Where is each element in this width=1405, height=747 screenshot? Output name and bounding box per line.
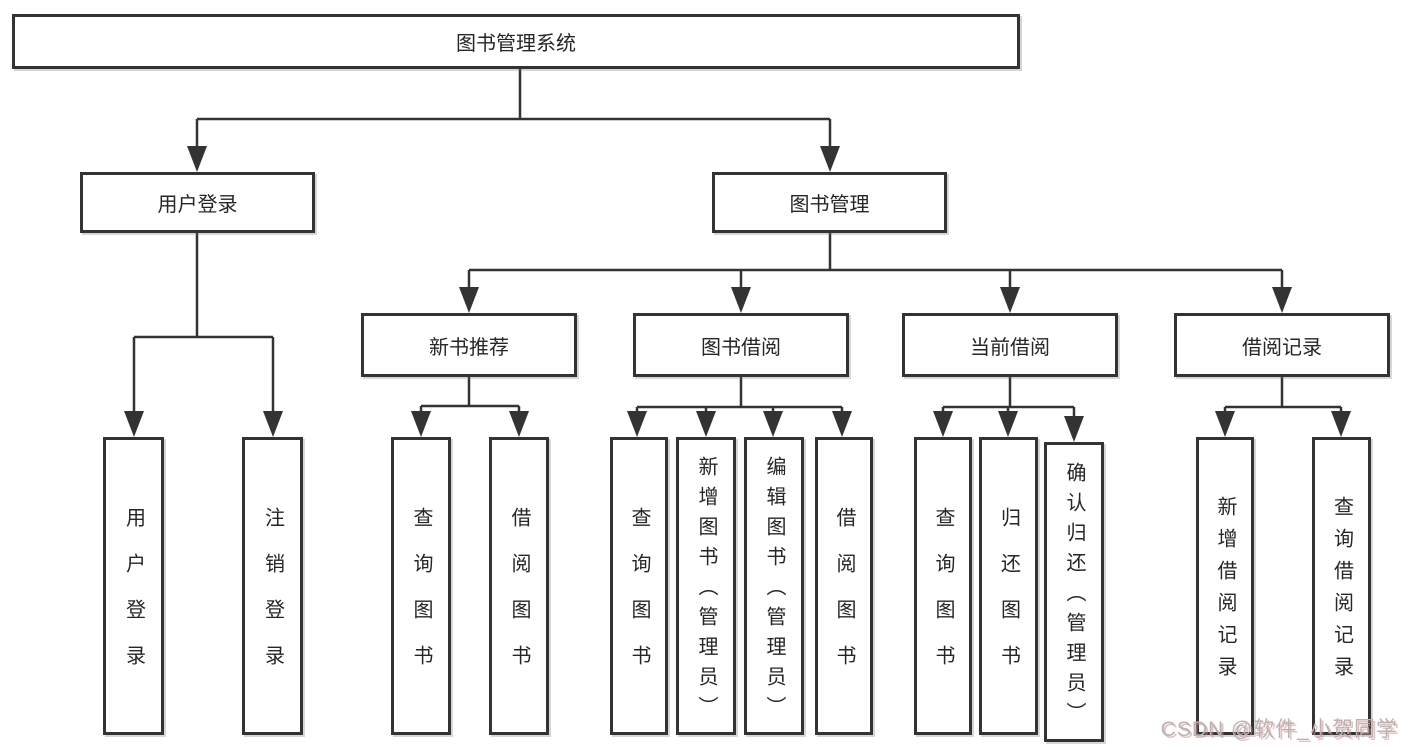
node-label: 图书管理系统 <box>456 33 576 55</box>
arrow-down-icon <box>731 287 751 313</box>
leaf-borrow-books-recommend: 借阅图书 <box>489 437 549 735</box>
leaf-label: 归还图书 <box>997 507 1020 691</box>
leaf-edit-books-admin: 编辑图书（管理员） <box>744 437 804 735</box>
arrow-down-icon <box>832 411 852 437</box>
leaf-return-books: 归还图书 <box>979 437 1038 735</box>
arrow-down-icon <box>696 411 716 437</box>
leaf-label: 注销登录 <box>261 507 284 691</box>
leaf-label: 用户登录 <box>122 507 145 691</box>
leaf-add-books-admin: 新增图书（管理员） <box>676 437 736 735</box>
leaf-label: 确认归还（管理员） <box>1063 462 1085 732</box>
arrow-down-icon <box>933 411 953 437</box>
leaf-label: 查询借阅记录 <box>1330 496 1353 688</box>
leaf-label: 借阅图书 <box>833 507 855 691</box>
leaf-query-borrow-record: 查询借阅记录 <box>1312 437 1371 735</box>
branch-current-borrowing <box>941 377 1076 418</box>
node-library-management-system: 图书管理系统 <box>12 14 1020 69</box>
arrow-down-icon <box>509 411 529 437</box>
node-current-borrowing: 当前借阅 <box>902 313 1118 377</box>
branch-book-management <box>467 233 1284 289</box>
node-label: 当前借阅 <box>970 336 1050 359</box>
branch-root <box>195 68 832 148</box>
leaf-label: 查询图书 <box>410 507 432 691</box>
arrow-down-icon <box>263 411 283 437</box>
branch-borrowing-records <box>1223 377 1343 413</box>
node-label: 借阅记录 <box>1242 336 1322 359</box>
leaf-label: 新增图书（管理员） <box>695 456 717 726</box>
branch-user-login <box>132 233 275 413</box>
arrow-down-icon <box>1215 411 1235 437</box>
leaf-label: 编辑图书（管理员） <box>763 456 785 726</box>
leaf-label: 新增借阅记录 <box>1214 496 1236 688</box>
node-borrowing-records: 借阅记录 <box>1174 313 1390 377</box>
leaf-label: 查询图书 <box>628 507 650 691</box>
csdn-watermark: CSDN @软件_小贺同学 <box>1160 718 1398 741</box>
arrow-down-icon <box>124 411 144 437</box>
node-new-book-recommendation: 新书推荐 <box>361 313 577 377</box>
arrow-down-icon <box>1331 411 1351 437</box>
node-label: 用户登录 <box>157 194 238 216</box>
branch-book-borrowing <box>635 377 844 413</box>
leaf-query-books-recommend: 查询图书 <box>391 437 451 735</box>
node-book-borrowing: 图书借阅 <box>633 313 849 377</box>
arrow-down-icon <box>411 411 431 437</box>
leaf-borrow-books: 借阅图书 <box>815 437 873 735</box>
node-book-management-module: 图书管理 <box>712 172 947 233</box>
arrow-down-icon <box>998 411 1018 437</box>
arrow-down-icon <box>1272 287 1292 313</box>
arrow-down-icon <box>763 411 783 437</box>
node-label: 图书管理 <box>789 194 870 216</box>
leaf-query-books-current: 查询图书 <box>914 437 972 735</box>
node-label: 新书推荐 <box>429 336 509 359</box>
leaf-add-borrow-record: 新增借阅记录 <box>1196 437 1254 735</box>
arrow-down-icon <box>1064 416 1084 442</box>
leaf-query-books-borrowing: 查询图书 <box>610 437 668 735</box>
node-user-login-module: 用户登录 <box>80 172 315 233</box>
arrow-down-icon <box>459 287 479 313</box>
leaf-label: 查询图书 <box>932 507 954 691</box>
leaf-user-login: 用户登录 <box>103 437 164 735</box>
arrow-down-icon <box>1000 287 1020 313</box>
node-label: 图书借阅 <box>701 336 781 359</box>
leaf-logout: 注销登录 <box>242 437 303 735</box>
arrow-down-icon <box>820 146 840 172</box>
arrow-down-icon <box>627 411 647 437</box>
leaf-confirm-return-admin: 确认归还（管理员） <box>1044 442 1104 742</box>
arrow-down-icon <box>187 146 207 172</box>
branch-new-book <box>419 377 521 413</box>
leaf-label: 借阅图书 <box>508 507 530 691</box>
